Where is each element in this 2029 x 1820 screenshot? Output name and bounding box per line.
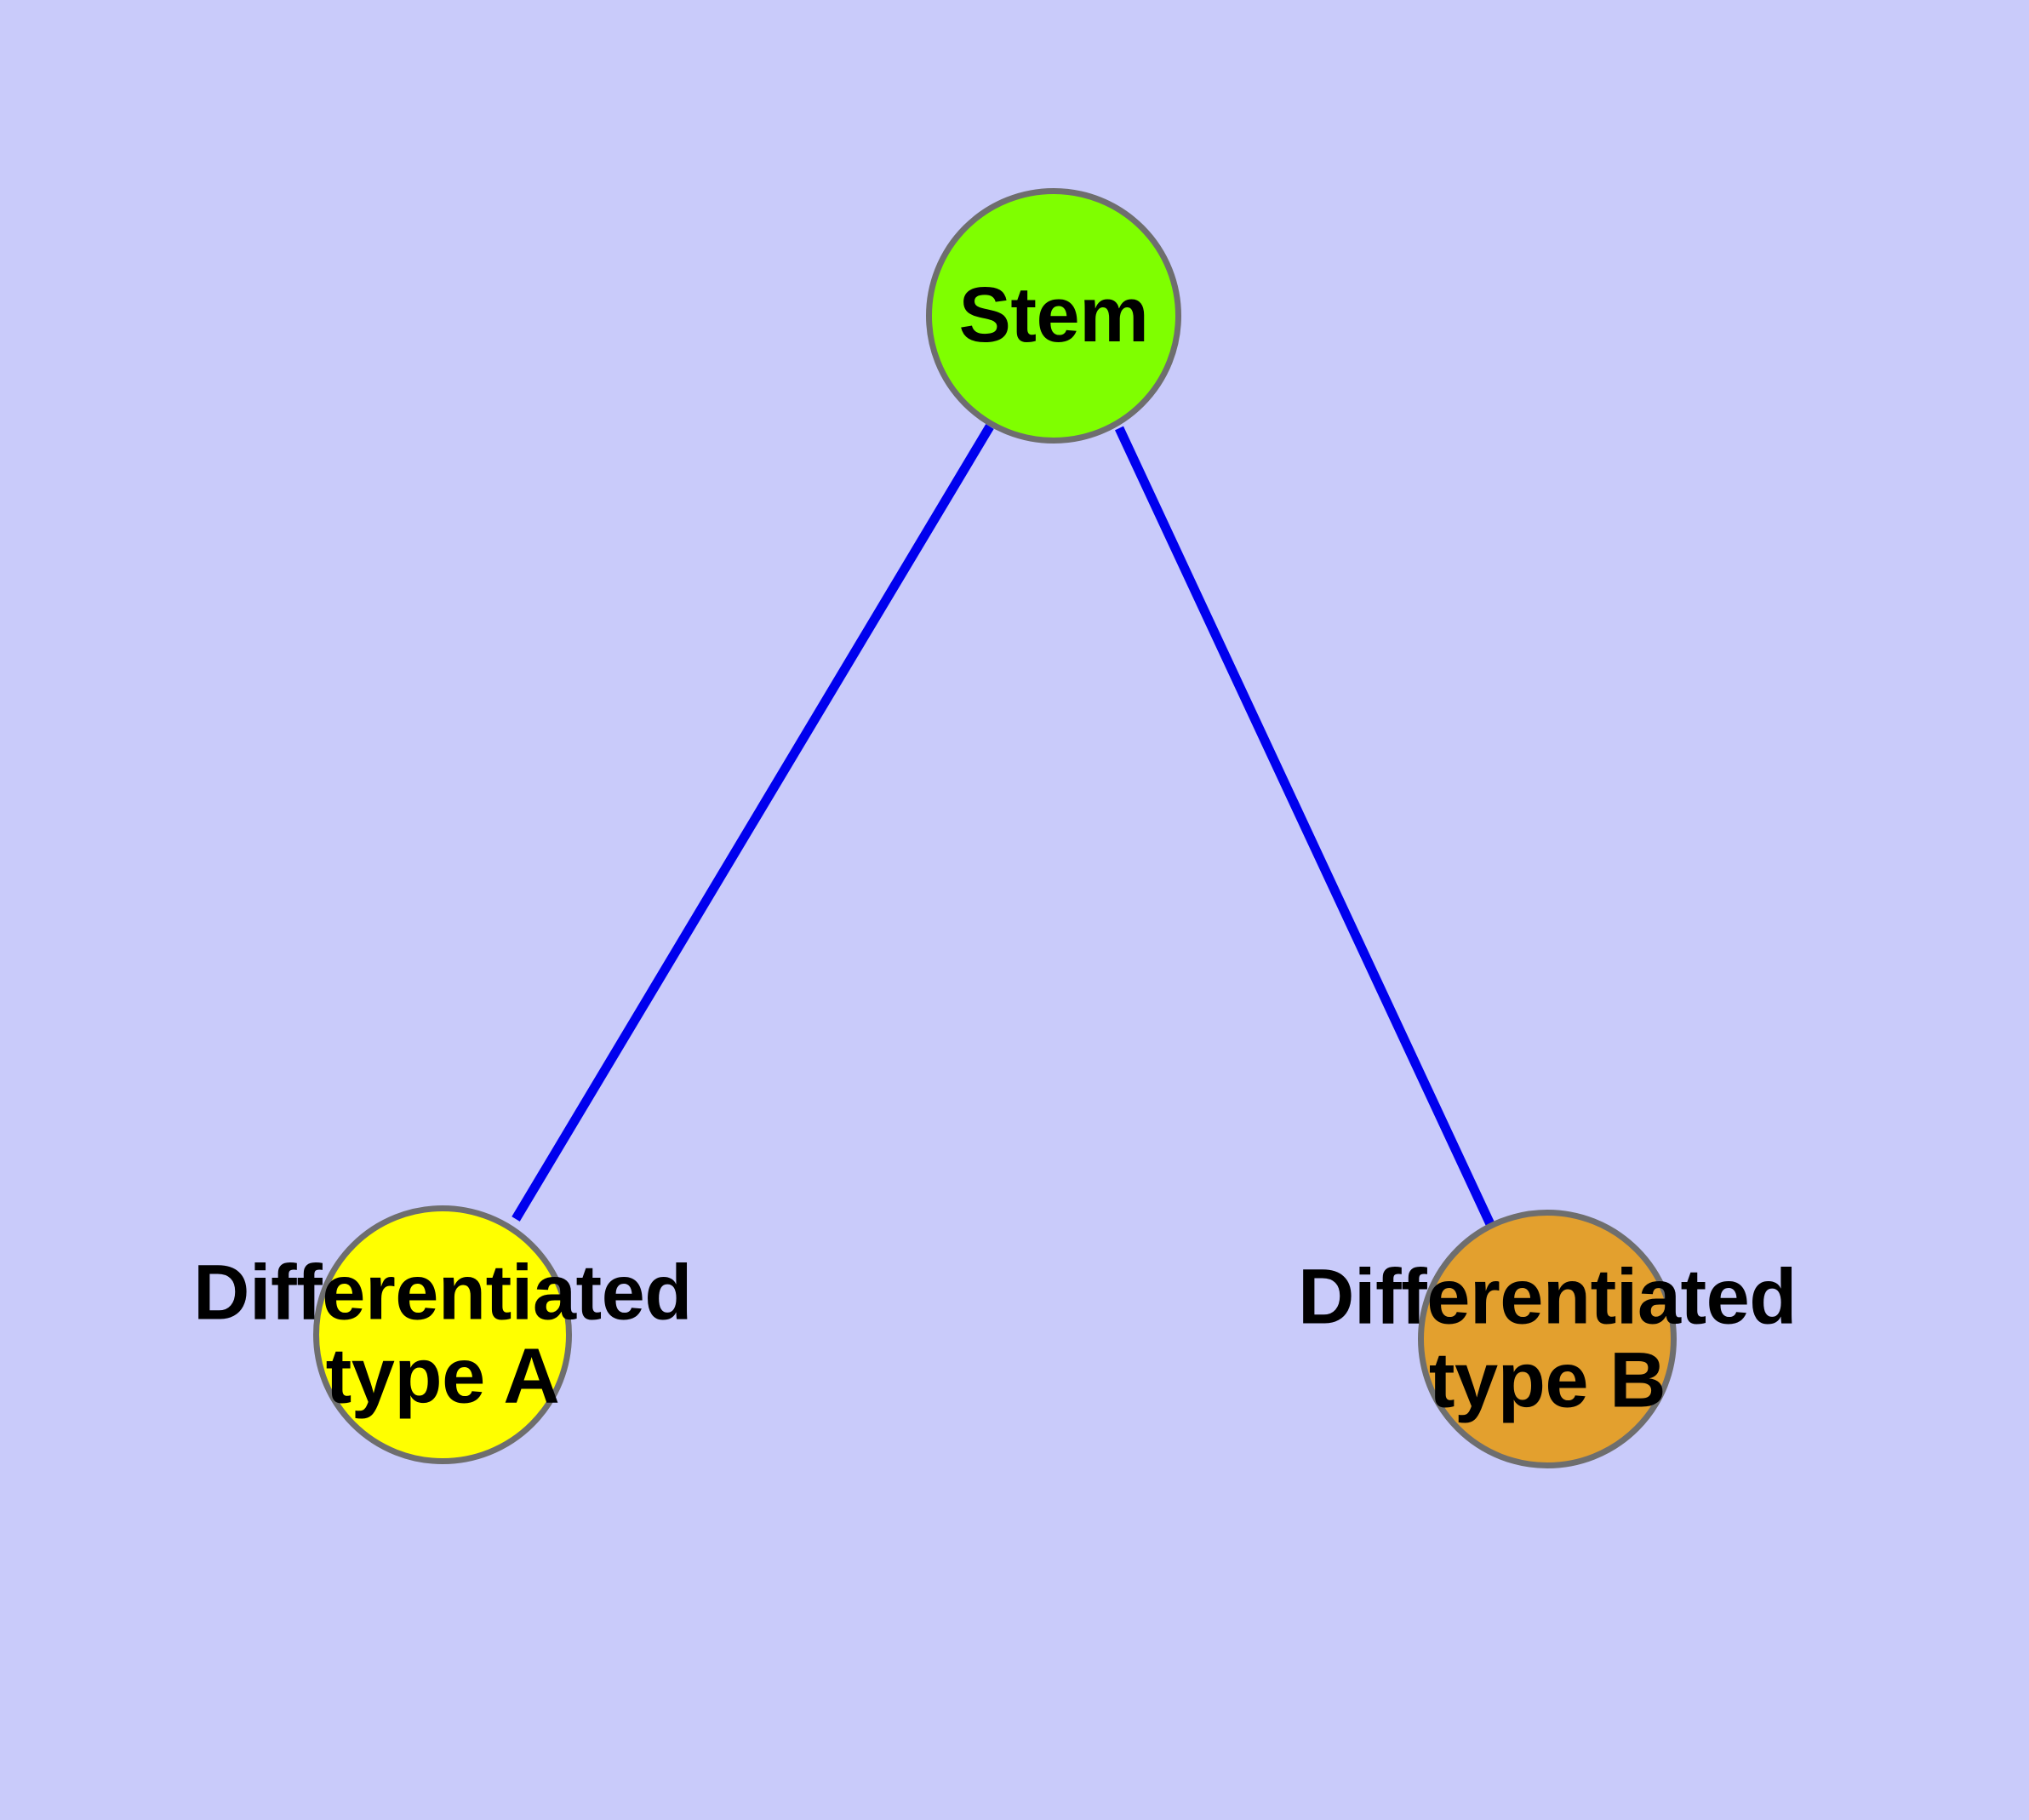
edge-stem-to-differentiated-type-b[interactable] [1115,426,1495,1227]
node-stem[interactable] [926,188,1181,444]
node-differentiated-type-b[interactable] [1418,1210,1677,1468]
node-layer [313,188,1677,1468]
edge-stem-to-differentiated-type-a[interactable] [512,424,994,1222]
edge-layer [512,424,1495,1227]
node-differentiated-type-a[interactable] [313,1205,572,1464]
